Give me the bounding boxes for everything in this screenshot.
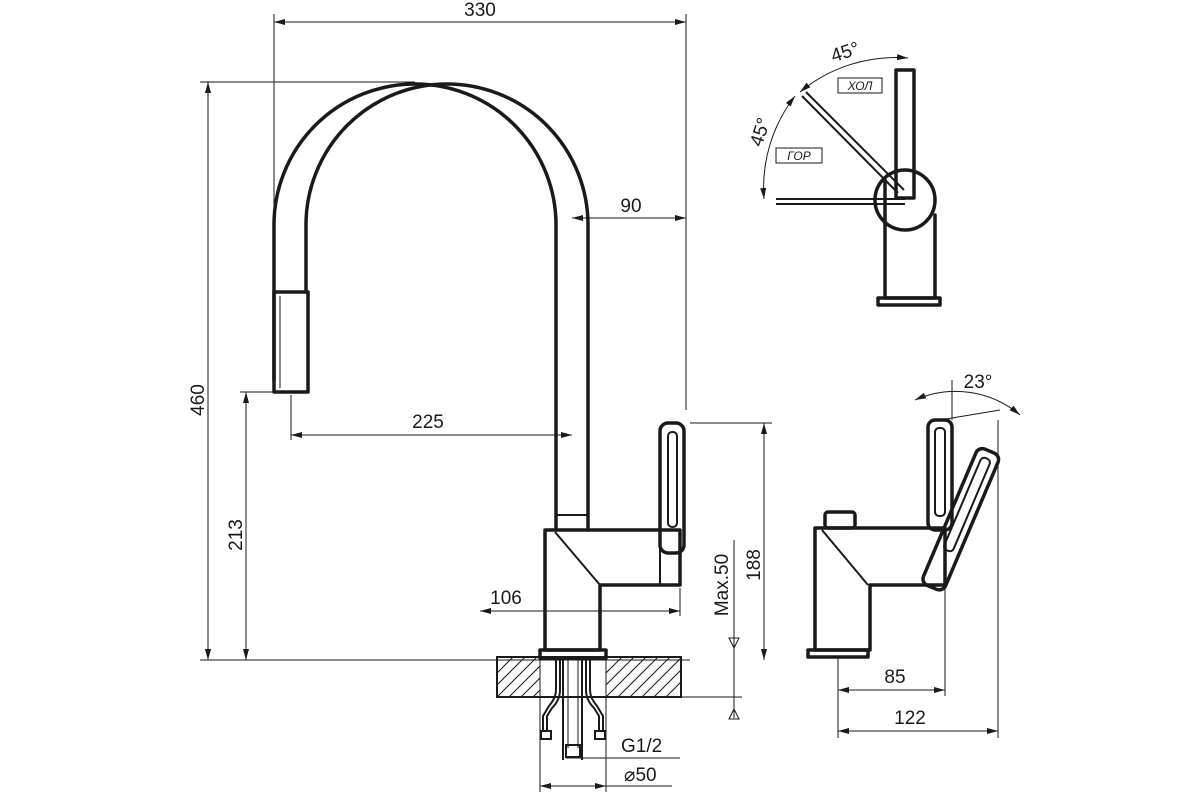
supply-hoses	[540, 658, 606, 760]
dim-overall-height: 460	[188, 384, 209, 416]
spray-head	[272, 290, 310, 394]
dim-side-total: 122	[894, 708, 926, 729]
spout-outer	[272, 82, 558, 532]
dim-base-diameter: ⌀50	[624, 765, 657, 786]
countertop	[496, 656, 682, 698]
spout-inner	[304, 82, 590, 532]
dim-body-height: 188	[744, 549, 765, 581]
label-cold: ХОЛ	[847, 79, 874, 93]
dim-body-offset: 106	[490, 588, 522, 609]
side-view: 23° 85 122	[806, 372, 1021, 738]
dim-outlet-height: 213	[226, 519, 247, 551]
label-hot: ГОР	[787, 149, 810, 163]
angle-lever-tilt: 23°	[964, 372, 993, 393]
angle-hot: 45°	[746, 115, 775, 149]
dim-thread: G1/2	[621, 736, 662, 757]
lever-rotation-diagram: 45° 45° ХОЛ ГОР	[746, 38, 942, 307]
dim-side-depth: 85	[884, 667, 905, 688]
front-view: 330 460 213 225 90 106 188 Max.50 G	[188, 0, 772, 792]
dim-deck-thickness: Max.50	[712, 554, 733, 616]
dim-handle-offset: 90	[620, 196, 641, 217]
dim-overall-width: 330	[464, 0, 496, 21]
dim-spout-reach: 225	[412, 412, 444, 433]
lever-handle	[658, 421, 686, 555]
